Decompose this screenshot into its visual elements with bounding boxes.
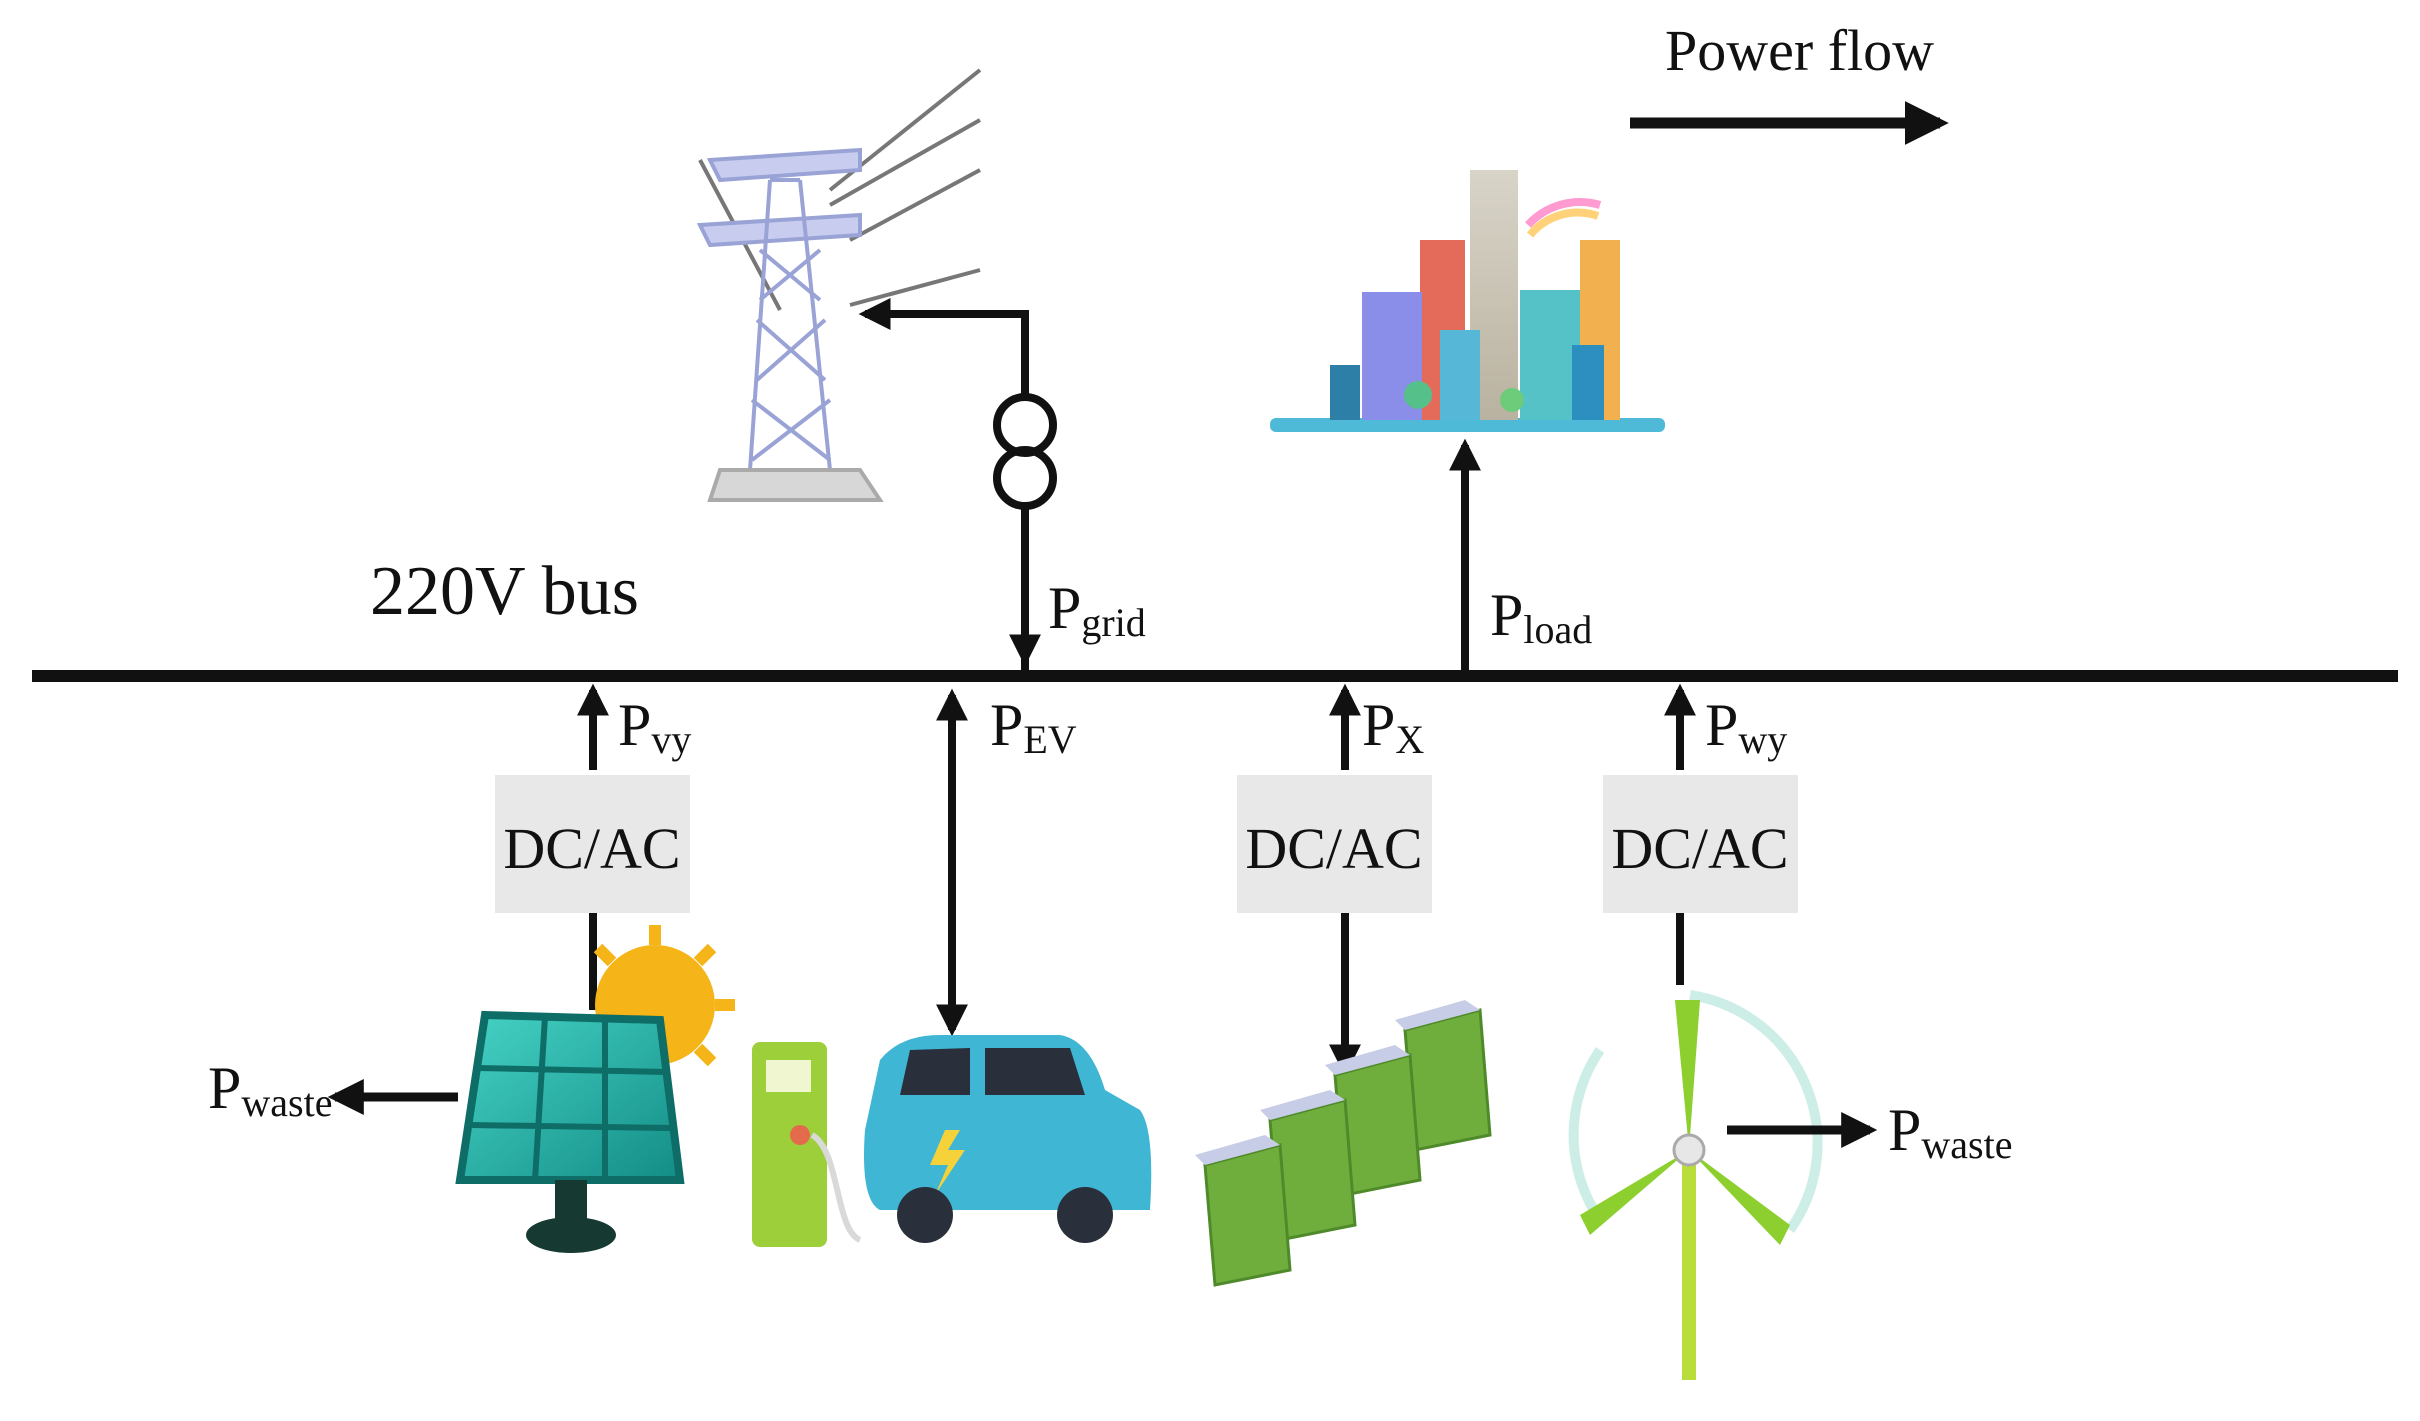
wind-turbine-icon [1568,990,1823,1380]
ev-branch: PEV [752,688,1152,1247]
electric-car-icon [864,1035,1152,1243]
solar-panel-icon [455,1010,685,1253]
transformer-icon [993,393,1057,510]
load-flow-label: Pload [1490,582,1592,652]
wind-flow-label: Pwy [1705,692,1787,762]
wind-waste-label: Pwaste [1888,1097,2012,1167]
x-branch: PX DC/AC [1195,683,1492,1287]
wind-branch: Pwy DC/AC Pwaste [1568,683,2012,1380]
load-connection: Pload [1449,438,1592,676]
transmission-tower-icon [696,68,982,502]
wind-converter-box [1603,775,1798,913]
x-converter-label: DC/AC [1245,816,1422,881]
legend-label: Power flow [1665,18,1934,83]
bus: 220V bus [32,553,2398,682]
pv-flow-label: Pvy [618,692,691,762]
x-flow-label: PX [1362,692,1424,762]
x-converter-box [1237,775,1432,913]
grid-flow-label: Pgrid [1048,575,1146,645]
pv-waste-label: Pwaste [208,1055,332,1125]
pv-converter-box [495,775,690,913]
ev-flow-label: PEV [990,692,1077,762]
ev-charger-icon [752,1042,862,1247]
pv-branch: Pvy DC/AC Pwaste [208,683,735,1253]
wind-converter-label: DC/AC [1611,816,1788,881]
grid-connection: Pgrid [858,298,1146,676]
bus-label: 220V bus [370,553,639,630]
pv-converter-label: DC/AC [503,816,680,881]
city-load-icon [1270,170,1665,432]
grid-to-tower-arrow [858,298,1029,397]
legend: Power flow [1630,18,1949,145]
battery-bank-icon [1195,1000,1492,1287]
